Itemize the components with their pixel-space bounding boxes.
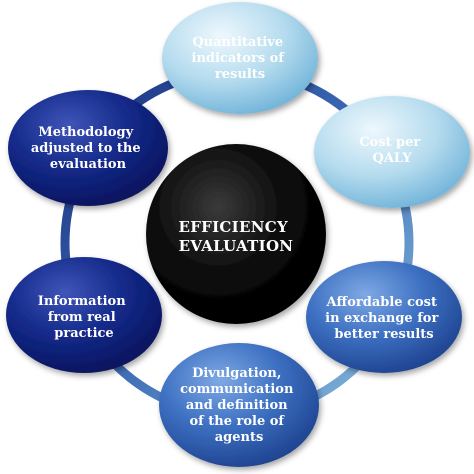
node-label-line: of the role of [189, 414, 285, 429]
node-label: Divulgation, communication and definitio… [180, 366, 298, 445]
node-divulgation: Divulgation, communication and definitio… [159, 343, 319, 467]
node-label-line: in exchange for [325, 311, 438, 326]
center-node: EFFICIENCY EVALUATION [146, 144, 326, 324]
node-label: Quantitative indicators of results [192, 35, 289, 82]
node-quantitative-indicators: Quantitative indicators of results [162, 2, 318, 114]
node-label-line: practice [54, 326, 113, 341]
center-label-line-2: EVALUATION [179, 237, 294, 255]
node-label-line: Methodology [38, 125, 133, 140]
node-label-line: indicators of [192, 51, 286, 66]
node-label: Affordable cost in exchange for better r… [325, 295, 443, 342]
node-label-line: Divulgation, [192, 366, 281, 381]
node-label-line: from real [48, 310, 116, 325]
node-label-line: QALY [373, 151, 413, 166]
node-label: Methodology adjusted to the evaluation [31, 125, 145, 172]
node-label-line: Cost per [359, 135, 420, 150]
node-label-line: Quantitative [192, 35, 283, 50]
node-label-line: and definition [186, 398, 288, 413]
node-label-line: communication [180, 382, 294, 397]
node-label: Cost per QALY [359, 135, 425, 166]
node-label-line: results [215, 67, 265, 82]
node-methodology: Methodology adjusted to the evaluation [8, 90, 168, 206]
node-label-line: Information [38, 294, 126, 309]
node-label-line: Affordable cost [325, 295, 437, 310]
node-label-line: better results [334, 327, 433, 342]
node-affordable-cost: Affordable cost in exchange for better r… [306, 261, 462, 373]
center-label-line-1: EFFICIENCY [178, 218, 288, 236]
node-label-line: evaluation [50, 157, 127, 172]
center-label: EFFICIENCY EVALUATION [178, 218, 293, 255]
node-label-line: adjusted to the [31, 141, 141, 156]
node-label-line: agents [215, 430, 264, 445]
node-label: Information from real practice [38, 294, 130, 341]
node-cost-per-qaly: Cost per QALY [314, 96, 470, 208]
node-information-real-practice: Information from real practice [6, 257, 162, 373]
